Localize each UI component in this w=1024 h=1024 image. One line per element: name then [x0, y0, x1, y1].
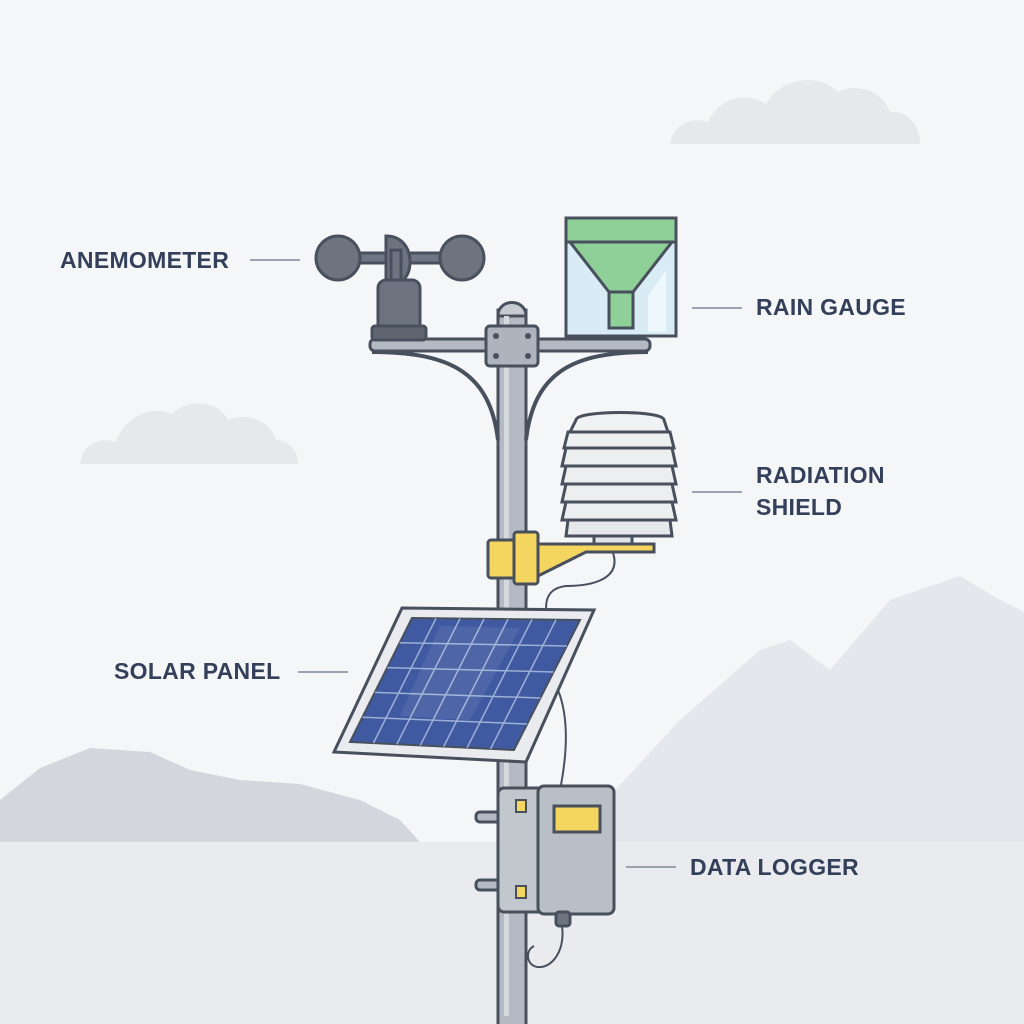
anemometer-leader-line [250, 259, 300, 261]
rain-gauge-spout [607, 290, 635, 330]
mast-cap [496, 301, 528, 318]
anemometer-cup-left [314, 234, 362, 282]
solar-cells [348, 616, 582, 752]
logger-connector [554, 910, 572, 928]
rain-gauge-top [564, 216, 678, 244]
data-logger-leader-line [626, 866, 676, 868]
solar-cell-divider [443, 618, 509, 747]
radiation-shield-label-line1: RADIATION [756, 462, 885, 488]
radiation-shield [486, 411, 678, 609]
logger-hinge [515, 885, 527, 899]
clamp-bolt [525, 353, 531, 359]
logger-mount-stub [474, 810, 502, 824]
anemometer-label: ANEMOMETER [60, 247, 230, 273]
cloud-top-right [670, 80, 920, 144]
radiation-shield-label-line2: SHIELD [756, 494, 843, 520]
solar-cell-divider [419, 618, 485, 746]
shield-cable [545, 549, 616, 609]
logger-hinge [515, 799, 527, 813]
solar-cell-divider [362, 716, 528, 725]
radiation-shield-leader-line [692, 491, 742, 493]
anemometer-base [370, 324, 428, 342]
clamp-bolt [493, 333, 499, 339]
solar-panel-leader-line [298, 671, 348, 673]
mountain-left [0, 748, 420, 842]
cloud-left [80, 403, 298, 464]
crossarm-assembly [368, 324, 652, 441]
logger-cable [527, 925, 564, 969]
solar-cell-grid [362, 617, 567, 750]
solar-glare [400, 626, 520, 720]
yellow-bracket-arm [534, 542, 656, 579]
solar-cell-divider [374, 691, 541, 699]
solar-cell-divider [466, 619, 533, 749]
solar-panel [331, 606, 597, 791]
background [0, 80, 1024, 1024]
left-strut [371, 350, 500, 441]
shield-plate [560, 482, 678, 504]
shield-plate [562, 430, 676, 450]
anemometer-cup-right [438, 234, 486, 282]
solar-cable [557, 689, 567, 791]
right-strut [524, 350, 649, 441]
shield-plate [560, 500, 678, 522]
shield-plate [567, 411, 671, 434]
solar-cell-divider [399, 642, 567, 647]
yellow-bracket-tab [512, 530, 540, 586]
solar-cell-divider [372, 617, 437, 744]
shield-plate [564, 518, 674, 538]
logger-display [552, 804, 602, 834]
clamp-bolt [493, 353, 499, 359]
rain-gauge-leader-line [692, 307, 742, 309]
anemometer-hub [389, 248, 403, 282]
logger-mount-stub [474, 878, 502, 892]
solar-cell-divider [489, 619, 557, 750]
solar-cell-divider [396, 618, 461, 745]
shield-plate [560, 446, 678, 468]
shield-plate [560, 464, 678, 486]
mountain-far-right [560, 576, 1024, 850]
rain-gauge-label: RAIN GAUGE [756, 294, 906, 320]
data-logger-label: DATA LOGGER [690, 854, 859, 880]
clamp-bolt [525, 333, 531, 339]
solar-panel-label: SOLAR PANEL [114, 658, 281, 684]
data-logger [474, 784, 616, 969]
rain-gauge-glare [648, 270, 666, 332]
anemometer [314, 234, 486, 342]
solar-cell-divider [387, 666, 554, 673]
rain-gauge [564, 216, 678, 338]
crossarm-clamp [484, 324, 540, 368]
